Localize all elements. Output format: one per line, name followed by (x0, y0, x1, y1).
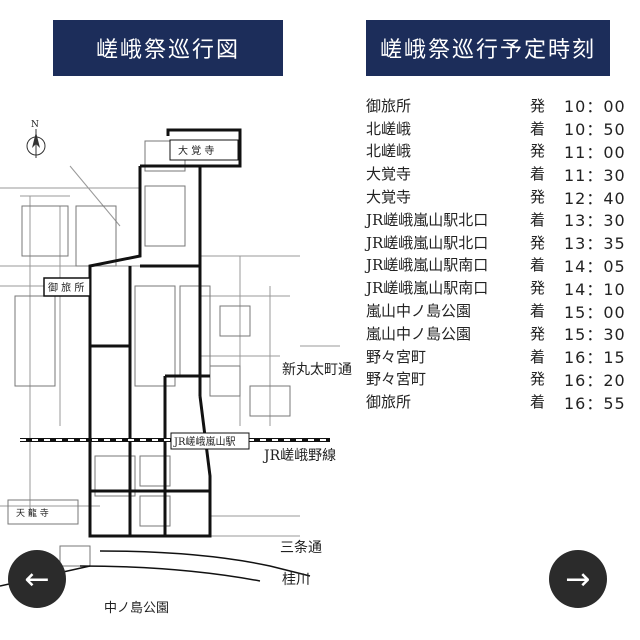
schedule-time: 15：00 (564, 302, 626, 322)
previous-button[interactable]: ← (8, 550, 66, 608)
schedule-time: 10：50 (564, 120, 626, 140)
schedule-status: 着 (530, 302, 546, 321)
schedule-place: 御旅所 (366, 96, 412, 115)
schedule-status: 着 (530, 393, 546, 412)
schedule-place: 野々宮町 (366, 370, 427, 389)
street-grid (0, 165, 340, 537)
schedule-row: JR嵯峨嵐山駅南口 発 14：10 (366, 276, 630, 299)
schedule-place: 野々宮町 (366, 347, 427, 366)
katsura-label: 桂川 (282, 572, 310, 588)
arrow-left-icon: ← (24, 561, 50, 597)
schedule-status: 着 (530, 165, 546, 184)
schedule-place: JR嵯峨嵐山駅北口 (366, 233, 489, 252)
next-button[interactable]: → (549, 550, 607, 608)
schedule-place: JR嵯峨嵐山駅北口 (366, 210, 489, 229)
schedule-row: JR嵯峨嵐山駅北口 発 13：35 (366, 231, 630, 254)
schedule-status: 発 (530, 142, 546, 161)
nakanoshima-label: 中ノ島公園 (104, 601, 169, 616)
jr-sagano-label: JR嵯峨野線 (262, 448, 336, 464)
schedule-row: 北嵯峨 発 11：00 (366, 140, 630, 163)
arrow-right-icon: → (565, 561, 591, 597)
schedule-status: 着 (530, 119, 546, 138)
schedule-place: 北嵯峨 (366, 119, 412, 138)
schedule-row: 御旅所 発 10：00 (366, 94, 630, 117)
compass-icon: N (26, 120, 46, 158)
schedule-time: 16：20 (564, 370, 626, 390)
schedule-status: 着 (530, 210, 546, 229)
schedule-status: 発 (530, 324, 546, 343)
schedule-place: 嵐山中ノ島公園 (366, 302, 472, 321)
schedule-status: 着 (530, 347, 546, 366)
jr-station-label: JR嵯峨嵐山駅 (173, 435, 236, 448)
schedule-row: 北嵯峨 着 10：50 (366, 117, 630, 140)
daikakuji-label: 大 覚 寺 (178, 144, 214, 157)
schedule-place: 大覚寺 (366, 188, 412, 207)
schedule-row: JR嵯峨嵐山駅北口 着 13：30 (366, 208, 630, 231)
schedule-status: 発 (530, 279, 546, 298)
schedule-row: 野々宮町 発 16：20 (366, 368, 630, 391)
schedule-time: 12：40 (564, 188, 626, 208)
schedule-row: 嵐山中ノ島公園 着 15：00 (366, 299, 630, 322)
schedule-status: 発 (530, 370, 546, 389)
route-map: N (0, 120, 352, 616)
procession-route (88, 128, 242, 538)
tenryuji-label: 天 龍 寺 (16, 507, 49, 519)
schedule-time: 15：30 (564, 325, 626, 345)
otabisho-label: 御 旅 所 (48, 281, 84, 294)
schedule-row: 嵐山中ノ島公園 発 15：30 (366, 322, 630, 345)
schedule-time: 13：35 (564, 234, 626, 254)
schedule-place: JR嵯峨嵐山駅南口 (366, 279, 489, 298)
schedule-place: 北嵯峨 (366, 142, 412, 161)
north-label: N (31, 120, 39, 130)
schedule-status: 着 (530, 256, 546, 275)
schedule-place: 大覚寺 (366, 165, 412, 184)
schedule-time: 13：30 (564, 211, 626, 231)
schedule-time: 10：00 (564, 97, 626, 117)
schedule-title: 嵯峨祭巡行予定時刻 (366, 20, 610, 76)
sanjo-label: 三条通 (280, 539, 322, 556)
schedule-place: JR嵯峨嵐山駅南口 (366, 256, 489, 275)
schedule-time: 14：10 (564, 279, 626, 299)
schedule-time: 11：30 (564, 165, 626, 185)
schedule-row: 御旅所 着 16：55 (366, 390, 630, 413)
schedule-status: 発 (530, 188, 546, 207)
schedule-time: 11：00 (564, 143, 626, 162)
schedule-row: JR嵯峨嵐山駅南口 着 14：05 (366, 254, 630, 277)
schedule-status: 発 (530, 96, 546, 115)
schedule-time: 14：05 (564, 256, 626, 276)
schedule-row: 大覚寺 発 12：40 (366, 185, 630, 208)
schedule-status: 発 (530, 233, 546, 252)
schedule-time: 16：15 (564, 348, 626, 368)
schedule-time: 16：55 (564, 393, 626, 413)
map-title: 嵯峨祭巡行図 (53, 20, 283, 76)
schedule-place: 嵐山中ノ島公園 (366, 324, 472, 343)
building-blocks (14, 140, 291, 567)
schedule-row: 大覚寺 着 11：30 (366, 162, 630, 185)
schedule-place: 御旅所 (366, 393, 412, 412)
shin-marutamachi-label: 新丸太町通 (282, 362, 352, 378)
schedule-row: 野々宮町 着 16：15 (366, 345, 630, 368)
